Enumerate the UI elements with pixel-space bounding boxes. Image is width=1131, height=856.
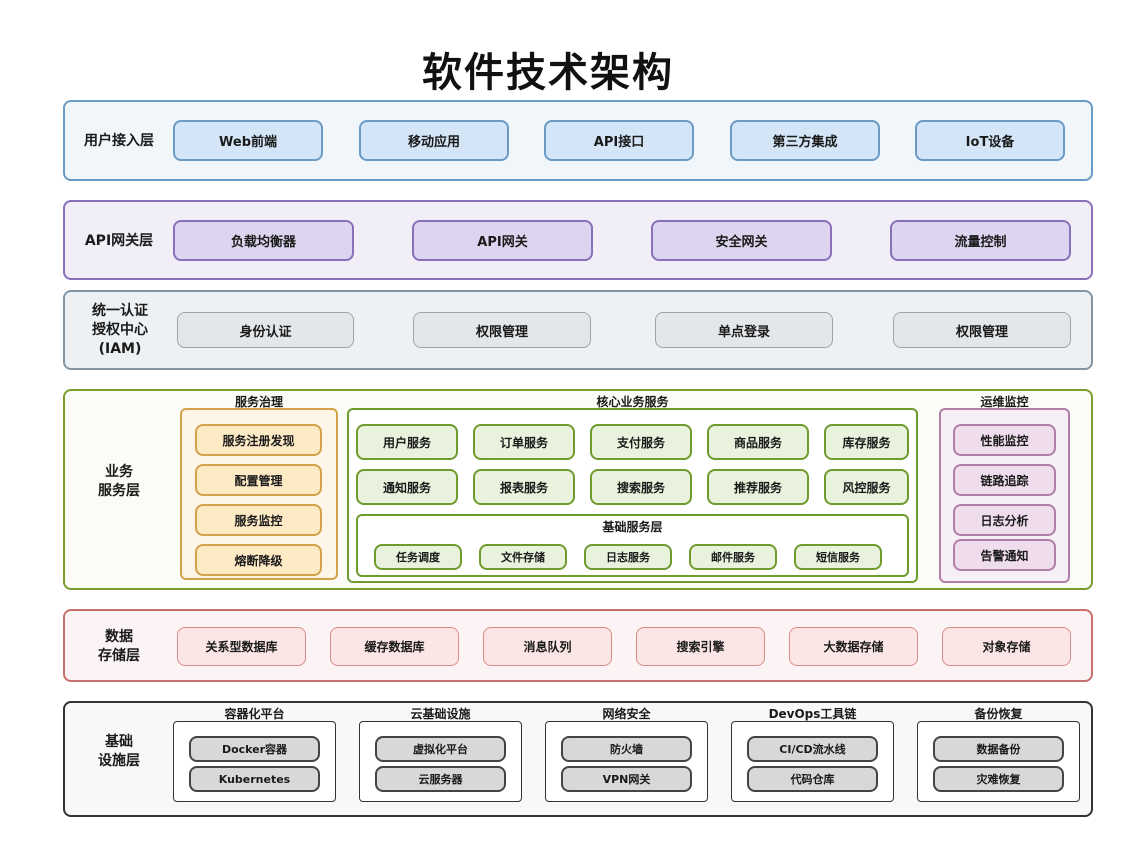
ops-monitoring-title: 运维监控 bbox=[980, 395, 1029, 409]
basic-service-title: 基础服务层 bbox=[602, 520, 663, 534]
iam-label-line2: 授权中心 bbox=[92, 322, 148, 338]
iot-device-box: IoT设备 bbox=[915, 120, 1065, 161]
network-security-title: 网络安全 bbox=[602, 707, 651, 721]
permission-management-box-2: 权限管理 bbox=[893, 312, 1071, 348]
firewall-box: 防火墙 bbox=[561, 736, 692, 762]
kubernetes-box: Kubernetes bbox=[189, 766, 320, 792]
order-service-box: 订单服务 bbox=[473, 424, 575, 460]
file-storage-box: 文件存储 bbox=[479, 544, 567, 570]
third-party-integration-box: 第三方集成 bbox=[730, 120, 880, 161]
data-label-line1: 数据 bbox=[105, 629, 133, 645]
web-frontend-box: Web前端 bbox=[173, 120, 323, 161]
api-gateway-box: API网关 bbox=[412, 220, 593, 261]
service-registry-box: 服务注册发现 bbox=[195, 424, 322, 456]
notification-service-box: 通知服务 bbox=[356, 469, 458, 505]
infra-label-line2: 设施层 bbox=[98, 753, 140, 769]
data-label-line2: 存储层 bbox=[98, 648, 140, 664]
search-engine-box: 搜索引擎 bbox=[636, 627, 765, 666]
log-service-box: 日志服务 bbox=[584, 544, 672, 570]
identity-auth-box: 身份认证 bbox=[177, 312, 354, 348]
data-storage-layer-label: 数据 存储层 bbox=[75, 628, 163, 666]
risk-control-service-box: 风控服务 bbox=[824, 469, 909, 505]
page-title: 软件技术架构 bbox=[422, 50, 674, 96]
devops-toolchain-title: DevOps工具链 bbox=[768, 707, 857, 721]
disaster-recovery-box: 灾难恢复 bbox=[933, 766, 1064, 792]
traffic-control-box: 流量控制 bbox=[890, 220, 1071, 261]
search-service-box: 搜索服务 bbox=[590, 469, 692, 505]
user-service-box: 用户服务 bbox=[356, 424, 458, 460]
virtualization-box: 虚拟化平台 bbox=[375, 736, 506, 762]
recommendation-service-box: 推荐服务 bbox=[707, 469, 809, 505]
data-backup-box: 数据备份 bbox=[933, 736, 1064, 762]
config-management-box: 配置管理 bbox=[195, 464, 322, 496]
load-balancer-box: 负载均衡器 bbox=[173, 220, 354, 261]
object-storage-box: 对象存储 bbox=[942, 627, 1071, 666]
cloud-infrastructure-title: 云基础设施 bbox=[410, 707, 471, 721]
cicd-pipeline-box: CI/CD流水线 bbox=[747, 736, 878, 762]
infrastructure-layer-label: 基础 设施层 bbox=[75, 733, 163, 771]
tracing-box: 链路追踪 bbox=[953, 464, 1056, 496]
sms-service-box: 短信服务 bbox=[794, 544, 882, 570]
user-access-layer-label: 用户接入层 bbox=[84, 132, 154, 149]
service-governance-title: 服务治理 bbox=[234, 395, 283, 409]
docker-box: Docker容器 bbox=[189, 736, 320, 762]
business-label-line2: 服务层 bbox=[98, 483, 140, 499]
relational-db-box: 关系型数据库 bbox=[177, 627, 306, 666]
log-analysis-box: 日志分析 bbox=[953, 504, 1056, 536]
iam-label-line3: (IAM) bbox=[98, 341, 142, 357]
code-repository-box: 代码仓库 bbox=[747, 766, 878, 792]
alert-notification-box: 告警通知 bbox=[953, 539, 1056, 571]
api-gateway-layer-label: API网关层 bbox=[84, 232, 154, 249]
inventory-service-box: 库存服务 bbox=[824, 424, 909, 460]
core-business-title: 核心业务服务 bbox=[596, 395, 669, 409]
security-gateway-box: 安全网关 bbox=[651, 220, 832, 261]
service-monitoring-box: 服务监控 bbox=[195, 504, 322, 536]
cloud-server-box: 云服务器 bbox=[375, 766, 506, 792]
task-scheduling-box: 任务调度 bbox=[374, 544, 462, 570]
business-label-line1: 业务 bbox=[105, 464, 133, 480]
vpn-gateway-box: VPN网关 bbox=[561, 766, 692, 792]
infra-label-line1: 基础 bbox=[105, 734, 133, 750]
mobile-app-box: 移动应用 bbox=[359, 120, 509, 161]
cache-db-box: 缓存数据库 bbox=[330, 627, 459, 666]
big-data-storage-box: 大数据存储 bbox=[789, 627, 918, 666]
payment-service-box: 支付服务 bbox=[590, 424, 692, 460]
email-service-box: 邮件服务 bbox=[689, 544, 777, 570]
circuit-breaker-box: 熔断降级 bbox=[195, 544, 322, 576]
api-interface-box: API接口 bbox=[544, 120, 694, 161]
message-queue-box: 消息队列 bbox=[483, 627, 612, 666]
iam-label-line1: 统一认证 bbox=[92, 303, 148, 319]
report-service-box: 报表服务 bbox=[473, 469, 575, 505]
single-sign-on-box: 单点登录 bbox=[655, 312, 833, 348]
container-platform-title: 容器化平台 bbox=[224, 707, 285, 721]
iam-layer-label: 统一认证 授权中心 (IAM) bbox=[75, 302, 165, 359]
backup-recovery-title: 备份恢复 bbox=[974, 707, 1023, 721]
product-service-box: 商品服务 bbox=[707, 424, 809, 460]
permission-management-box: 权限管理 bbox=[413, 312, 591, 348]
business-layer-label: 业务 服务层 bbox=[75, 463, 163, 501]
performance-monitoring-box: 性能监控 bbox=[953, 424, 1056, 456]
